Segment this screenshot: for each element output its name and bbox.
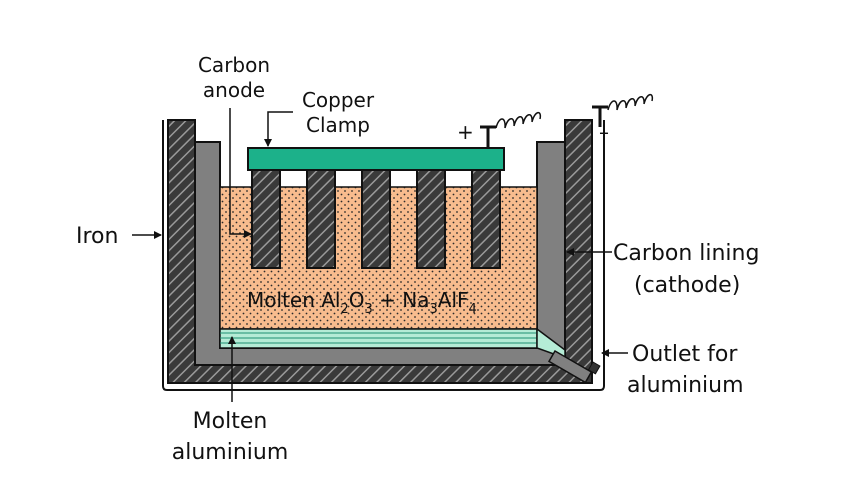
copper-clamp-label-line1: Copper — [302, 88, 375, 112]
anode-rod — [361, 167, 391, 269]
copper-clamp-label-line2: Clamp — [306, 113, 370, 137]
molten-aluminium-layer — [219, 327, 566, 360]
carbon-anode-label-line1: Carbon — [198, 53, 270, 77]
carbon-lining-label-line1: Carbon lining — [613, 241, 759, 266]
molten-aluminium-label-line2: aluminium — [172, 440, 289, 465]
iron-shell — [162, 120, 605, 391]
outlet-label-line2: aluminium — [627, 373, 744, 398]
outlet-label-line1: Outlet for — [632, 342, 738, 367]
anode-wire-coil — [495, 111, 542, 129]
plus-sign: + — [457, 120, 474, 144]
copper-clamp — [247, 147, 505, 171]
carbon-anode-leader — [229, 108, 252, 238]
copper-clamp-leader — [264, 111, 293, 147]
anode-rod — [306, 167, 336, 269]
anode-terminal — [480, 111, 542, 148]
anode-rod — [471, 167, 501, 269]
anode-rod — [251, 167, 281, 269]
electrolyte-formula: Molten Al2O3 + Na3AlF4 — [247, 288, 477, 317]
carbon-anode-label-line2: anode — [203, 78, 265, 102]
outlet-tap — [547, 349, 601, 384]
carbon-lining-label-line2: (cathode) — [634, 273, 740, 298]
minus-sign: – — [599, 120, 609, 144]
molten-aluminium-label-line1: Molten — [193, 409, 268, 434]
anode-rod — [416, 167, 446, 269]
cathode-wire-coil — [607, 93, 654, 111]
cathode-terminal — [592, 93, 654, 127]
iron-label: Iron — [76, 224, 118, 249]
